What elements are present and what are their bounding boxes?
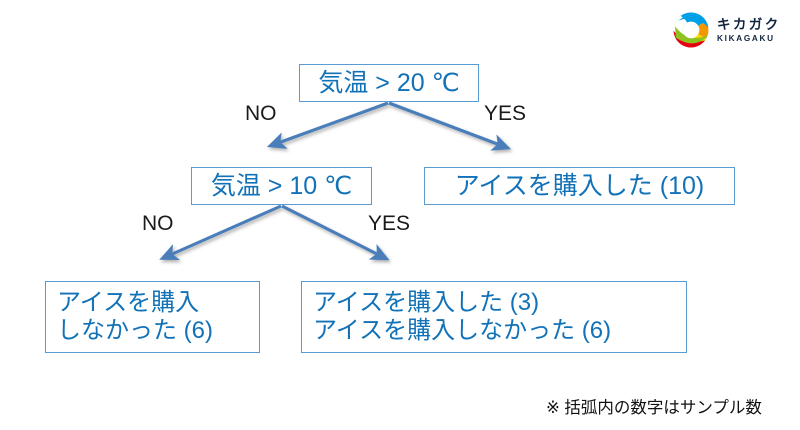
edge-label-root-no: NO xyxy=(245,102,277,125)
tree-node-bought10-leaf: アイスを購入した (10) xyxy=(424,167,735,205)
kikagaku-logo: キカガク KIKAGAKU xyxy=(672,9,794,51)
tree-node-root-decision: 気温 > 20 ℃ xyxy=(299,64,479,102)
node-mixed-line1: アイスを購入した (3) xyxy=(313,289,540,317)
edge-l2-no xyxy=(159,204,282,261)
edge-label-l2-no: NO xyxy=(142,212,174,235)
edge-l2-yes xyxy=(281,204,390,261)
edge-label-l2-yes: YES xyxy=(368,212,411,235)
node-notbought6-line2: しなかった (6) xyxy=(57,317,213,344)
kikagaku-logo-mark-icon xyxy=(672,11,710,49)
logo-text-en: KIKAGAKU xyxy=(717,34,775,44)
tree-node-mixed-leaf: アイスを購入した (3) アイスを購入しなかった (6) xyxy=(301,281,687,353)
edge-label-root-yes: YES xyxy=(484,102,527,125)
node-mixed-line2: アイスを購入しなかった (6) xyxy=(313,317,612,344)
tree-node-notbought6-leaf: アイスを購入 しなかった (6) xyxy=(45,281,260,353)
logo-text-jp: キカガク xyxy=(717,16,781,32)
footnote-sample-size: ※ 括弧内の数字はサンプル数 xyxy=(546,399,762,417)
node-temp10-label: 気温 > 10 ℃ xyxy=(210,171,353,200)
tree-node-temp10-decision: 気温 > 10 ℃ xyxy=(191,167,372,205)
edge-root-no xyxy=(266,101,389,149)
node-root-label: 気温 > 20 ℃ xyxy=(318,68,460,97)
logo-wordmark: キカガク KIKAGAKU xyxy=(717,17,781,44)
node-notbought6-line1: アイスを購入 xyxy=(57,289,200,317)
node-bought10-label: アイスを購入した (10) xyxy=(454,171,705,200)
